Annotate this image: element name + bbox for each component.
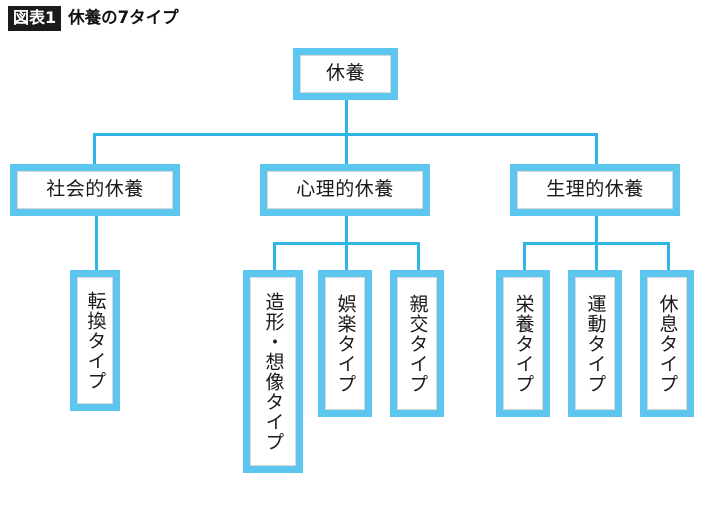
node-label: 親交タイプ [406, 293, 429, 394]
connector-to-physiological [595, 133, 598, 165]
node-inner: 運動タイプ [575, 277, 615, 410]
connector-social-to-tenkan [95, 216, 98, 270]
node-label: 休養 [325, 62, 365, 85]
node-goraku-type[interactable]: 娯楽タイプ [318, 270, 372, 417]
node-kyuusoku-type[interactable]: 休息タイプ [640, 270, 694, 417]
node-inner: 心理的休養 [267, 171, 423, 209]
connector-phys-to-undou [595, 242, 598, 270]
node-label: 造形・想像タイプ [262, 291, 285, 452]
node-eiyou-type[interactable]: 栄養タイプ [496, 270, 550, 417]
node-physiological-rest[interactable]: 生理的休養 [510, 164, 680, 216]
connector-psych-to-shinkou [417, 242, 420, 270]
node-inner: 造形・想像タイプ [250, 277, 296, 466]
node-shinkou-type[interactable]: 親交タイプ [390, 270, 444, 417]
node-inner: 娯楽タイプ [325, 277, 365, 410]
node-label: 栄養タイプ [512, 293, 535, 394]
node-undou-type[interactable]: 運動タイプ [568, 270, 622, 417]
page-title: 休養の7タイプ [68, 7, 179, 27]
node-label: 転換タイプ [84, 290, 107, 391]
node-inner: 休養 [300, 55, 391, 93]
connector-psych-to-goraku [345, 242, 348, 270]
node-tenkan-type[interactable]: 転換タイプ [70, 270, 120, 411]
connector-root-stem [345, 99, 348, 135]
node-label: 娯楽タイプ [334, 293, 357, 394]
node-root-kyuyou[interactable]: 休養 [293, 48, 398, 100]
connector-phys-to-kyuusoku [667, 242, 670, 270]
node-label: 運動タイプ [584, 293, 607, 394]
figure-number-badge: 図表1 [8, 5, 62, 31]
node-inner: 休息タイプ [647, 277, 687, 410]
connector-to-psychological [345, 133, 348, 165]
node-label: 社会的休養 [46, 178, 144, 201]
node-inner: 転換タイプ [77, 277, 113, 404]
node-social-rest[interactable]: 社会的休養 [10, 164, 180, 216]
node-label: 心理的休養 [296, 178, 394, 201]
node-inner: 社会的休養 [17, 171, 173, 209]
connector-phys-to-eiyou [523, 242, 526, 270]
node-inner: 親交タイプ [397, 277, 437, 410]
node-zokei-souzou-type[interactable]: 造形・想像タイプ [243, 270, 303, 473]
node-label: 生理的休養 [546, 178, 644, 201]
node-inner: 栄養タイプ [503, 277, 543, 410]
node-label: 休息タイプ [656, 293, 679, 394]
connector-psych-to-zokei [273, 242, 276, 270]
connector-to-social [93, 133, 96, 165]
node-psychological-rest[interactable]: 心理的休養 [260, 164, 430, 216]
node-inner: 生理的休養 [517, 171, 673, 209]
figure-header: 図表1 休養の7タイプ [8, 5, 179, 31]
